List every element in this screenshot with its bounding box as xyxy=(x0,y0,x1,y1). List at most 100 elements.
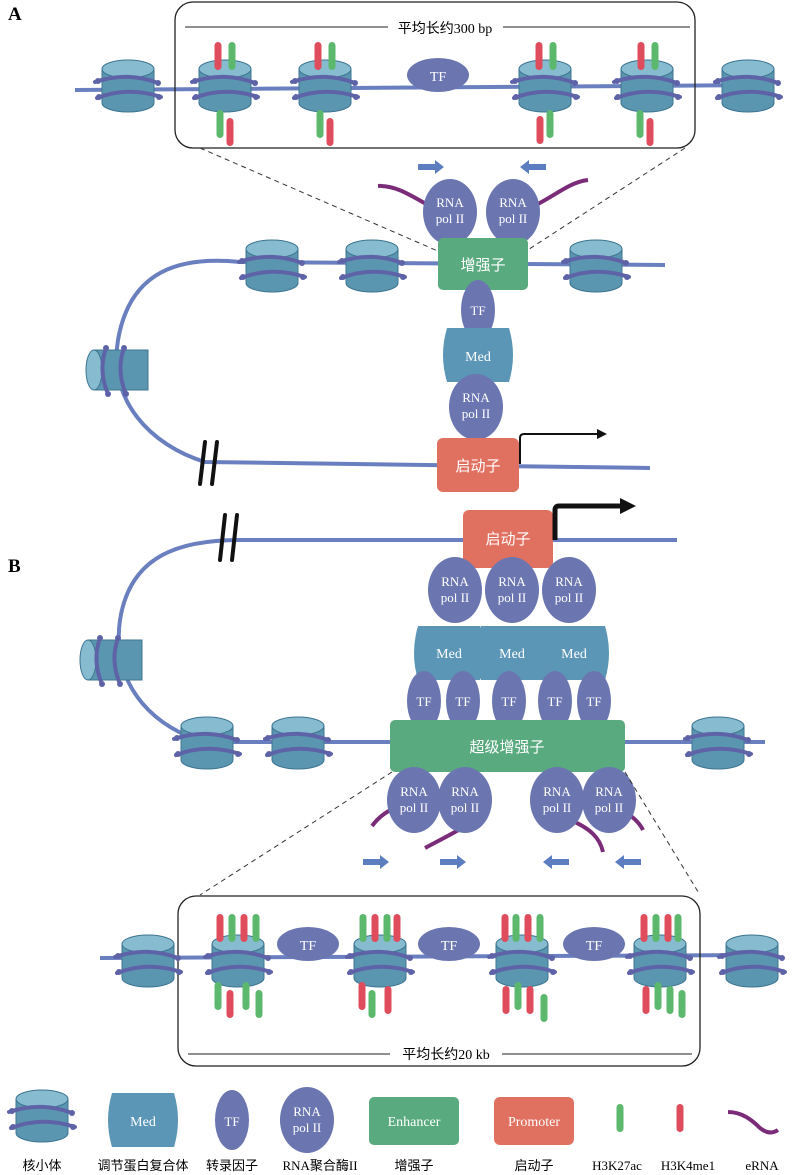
svg-text:pol II: pol II xyxy=(451,800,480,815)
svg-text:pol II: pol II xyxy=(543,800,572,815)
tss-arrow xyxy=(552,503,622,540)
legend-label-promoter: 启动子 xyxy=(514,1158,553,1173)
promoter-box xyxy=(437,438,519,492)
break-mark xyxy=(230,513,239,562)
h3k27ac-mark xyxy=(674,914,682,942)
tss-arrowhead xyxy=(620,498,636,514)
panel-b-label: B xyxy=(8,556,21,577)
svg-text:TF: TF xyxy=(547,694,562,709)
h3k4me1-mark xyxy=(371,914,379,942)
rna-pol-ii: RNA pol II xyxy=(582,767,636,833)
svg-text:pol II: pol II xyxy=(498,590,527,605)
zoom-connector xyxy=(199,147,448,256)
transcription-factor: TF xyxy=(418,927,480,961)
nucleosome xyxy=(84,343,150,399)
svg-text:TF: TF xyxy=(455,694,470,709)
h3k4me1-mark xyxy=(637,42,645,70)
h3k4me1-mark xyxy=(216,914,224,942)
h3k27ac-mark xyxy=(514,982,522,1010)
nucleosome xyxy=(190,58,261,114)
svg-text:TF: TF xyxy=(300,939,317,954)
h3k4me1-mark xyxy=(358,982,366,1010)
h3k27ac-mark xyxy=(651,42,659,70)
rna-pol-ii: RNA pol II xyxy=(449,374,503,440)
h3k27ac-mark xyxy=(255,990,263,1018)
rna-pol-ii: RNA pol II xyxy=(485,557,539,623)
svg-text:pol II: pol II xyxy=(441,590,470,605)
chromatin-loop xyxy=(116,538,765,744)
nucleosome xyxy=(290,58,361,114)
legend-rnapol-text-2: pol II xyxy=(293,1120,322,1135)
tss-arrow xyxy=(519,433,598,464)
legend-label-erna: eRNA xyxy=(745,1158,779,1173)
h3k4me1-mark xyxy=(226,990,234,1018)
med-label: Med xyxy=(561,647,587,662)
h3k27ac-mark xyxy=(678,990,686,1018)
promoter-label: 启动子 xyxy=(455,458,500,475)
h3k27ac-mark xyxy=(540,994,548,1022)
transcription-factor: TF xyxy=(277,927,339,961)
legend-h3k27ac-icon xyxy=(616,1104,624,1132)
nucleosome xyxy=(487,933,558,989)
transcription-direction-arrow xyxy=(418,160,444,174)
svg-text:RNA: RNA xyxy=(595,784,623,799)
h3k27ac-mark xyxy=(636,110,644,138)
svg-text:pol II: pol II xyxy=(436,211,465,226)
nucleosome xyxy=(612,58,683,114)
enhancer-box xyxy=(438,238,528,290)
svg-text:RNA: RNA xyxy=(543,784,571,799)
legend-rnapol-text-1: RNA xyxy=(293,1104,321,1119)
h3k27ac-mark xyxy=(368,990,376,1018)
med-label: Med xyxy=(499,647,525,662)
svg-text:TF: TF xyxy=(416,694,431,709)
h3k27ac-mark xyxy=(383,914,391,942)
h3k4me1-mark xyxy=(393,914,401,942)
panel-a-label: A xyxy=(8,4,22,25)
enhancer-label: 增强子 xyxy=(460,257,505,274)
h3k4me1-mark xyxy=(526,986,534,1014)
break-mark xyxy=(218,513,227,562)
h3k4me1-mark xyxy=(226,118,234,146)
h3k4me1-mark xyxy=(664,914,672,942)
svg-text:RNA: RNA xyxy=(441,574,469,589)
erna-strand xyxy=(377,183,429,207)
nucleosome xyxy=(203,933,274,989)
svg-text:pol II: pol II xyxy=(595,800,624,815)
nucleosome xyxy=(683,715,754,771)
break-mark xyxy=(210,440,219,486)
nucleosome xyxy=(510,58,581,114)
med-label: Med xyxy=(465,350,491,365)
h3k4me1-mark xyxy=(326,118,334,146)
nucleosome xyxy=(561,238,632,294)
zoom-connector xyxy=(199,771,393,896)
h3k27ac-mark xyxy=(216,110,224,138)
h3k4me1-mark xyxy=(536,116,544,144)
legend-label-nucleosome: 核小体 xyxy=(22,1158,61,1173)
transcription-direction-arrow xyxy=(543,855,569,869)
legend-h3k4me1-icon xyxy=(676,1104,684,1132)
zoom-caption-a: 平均长约300 bp xyxy=(398,21,493,37)
h3k27ac-mark xyxy=(546,110,554,138)
nucleosome xyxy=(713,58,784,114)
rna-pol-ii: RNA pol II xyxy=(428,557,482,623)
transcription-factor: TF xyxy=(492,671,526,731)
zoom-caption-b: 平均长约20 kb xyxy=(402,1047,490,1063)
svg-text:RNA: RNA xyxy=(499,195,527,210)
transcription-factor: TF xyxy=(407,671,441,731)
legend-promoter-icon xyxy=(494,1097,574,1145)
zoom-box-a xyxy=(174,1,696,149)
h3k27ac-mark xyxy=(228,914,236,942)
transcription-direction-arrow xyxy=(440,855,466,869)
svg-text:RNA: RNA xyxy=(555,574,583,589)
zoom-connector xyxy=(624,771,701,896)
h3k4me1-mark xyxy=(501,914,509,942)
legend-nucleosome-icon xyxy=(7,1088,78,1144)
h3k27ac-mark xyxy=(536,914,544,942)
nucleosome xyxy=(625,933,696,989)
legend: 核小体 Med 调节蛋白复合体 TF 转录因子 RNA pol II RNA聚合… xyxy=(7,1087,779,1173)
legend-enhancer-text: Enhancer xyxy=(388,1115,441,1130)
h3k4me1-mark xyxy=(214,42,222,70)
svg-text:TF: TF xyxy=(501,694,516,709)
nucleosome xyxy=(78,633,144,689)
h3k4me1-mark xyxy=(314,42,322,70)
